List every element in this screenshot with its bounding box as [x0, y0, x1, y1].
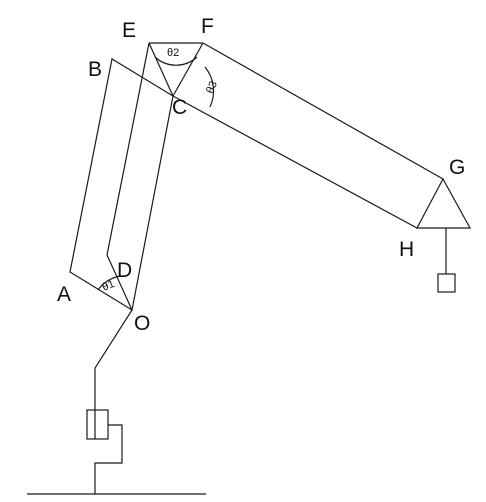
angle-arc-theta3 [204, 66, 215, 108]
point-label-G: G [449, 156, 465, 179]
theta3-label: θ3 [204, 80, 220, 96]
upper-boom-bottom [172, 95, 418, 229]
pulley-triangle [416, 177, 472, 229]
theta1-label: θ1 [101, 278, 117, 294]
angle-arc-theta1 [97, 275, 121, 291]
theta2-label: θ2 [167, 47, 179, 59]
damper-block [86, 409, 109, 440]
point-label-H: H [399, 238, 414, 261]
base-column [94, 424, 123, 494]
upper-boom-top [202, 42, 444, 180]
inner-strut-DE [106, 42, 150, 256]
load-box [437, 273, 456, 293]
base-link [94, 309, 133, 410]
point-label-B: B [88, 58, 102, 81]
inner-strut-DO [106, 254, 133, 311]
point-label-D: D [117, 259, 132, 282]
point-label-E: E [122, 19, 136, 42]
edge-FC [172, 42, 204, 97]
point-label-F: F [201, 15, 214, 38]
edge-CE [148, 42, 174, 97]
angle-arc-theta2 [154, 56, 198, 66]
point-label-C: C [172, 96, 187, 119]
point-label-O: O [134, 312, 150, 335]
point-label-A: A [57, 283, 71, 306]
